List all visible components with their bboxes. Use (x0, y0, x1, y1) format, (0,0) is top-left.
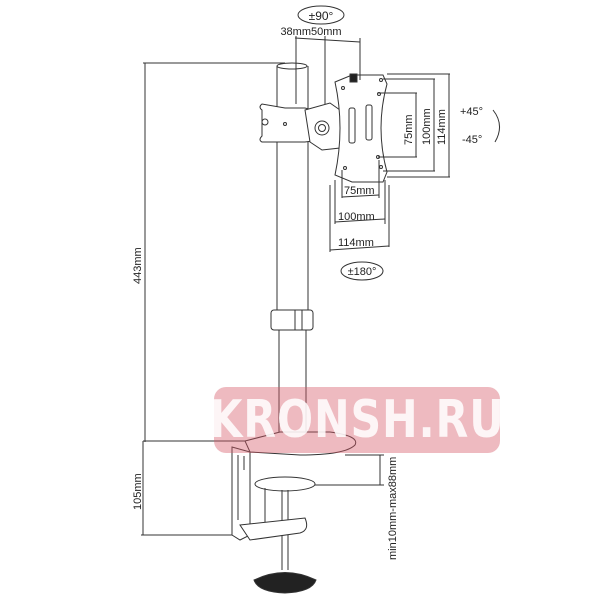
watermark: KRONSH.RU (209, 387, 504, 453)
pole-height-dimension (143, 62, 285, 442)
offset-2-label: 50mm (311, 26, 342, 38)
clamp-height-label: 105mm (132, 473, 144, 510)
watermark-text: KRONSH.RU (209, 390, 505, 450)
swivel-label: ±90° (309, 9, 334, 23)
vesa-h-small-label: 75mm (344, 185, 375, 197)
vesa-horizontal-dimensions (329, 160, 390, 281)
vesa-h-medium-label: 100mm (338, 211, 375, 223)
vesa-v-small-label: 75mm (403, 114, 415, 145)
vesa-v-outer-label: 114mm (436, 109, 448, 145)
rotate-label: ±180° (348, 266, 377, 278)
clamp-height-dimension (141, 441, 240, 536)
pole (270, 62, 314, 440)
offset-1-label: 38mm (280, 26, 311, 38)
offset-dimension (294, 5, 361, 104)
tilt-down-label: -45° (462, 134, 482, 146)
vesa-v-medium-label: 100mm (421, 108, 433, 145)
desk-clamp (231, 431, 384, 594)
tilt-up-label: +45° (460, 106, 483, 118)
vesa-h-outer-label: 114mm (338, 237, 374, 249)
pole-height-label: 443mm (132, 247, 144, 284)
vesa-vertical-dimensions (378, 73, 500, 178)
